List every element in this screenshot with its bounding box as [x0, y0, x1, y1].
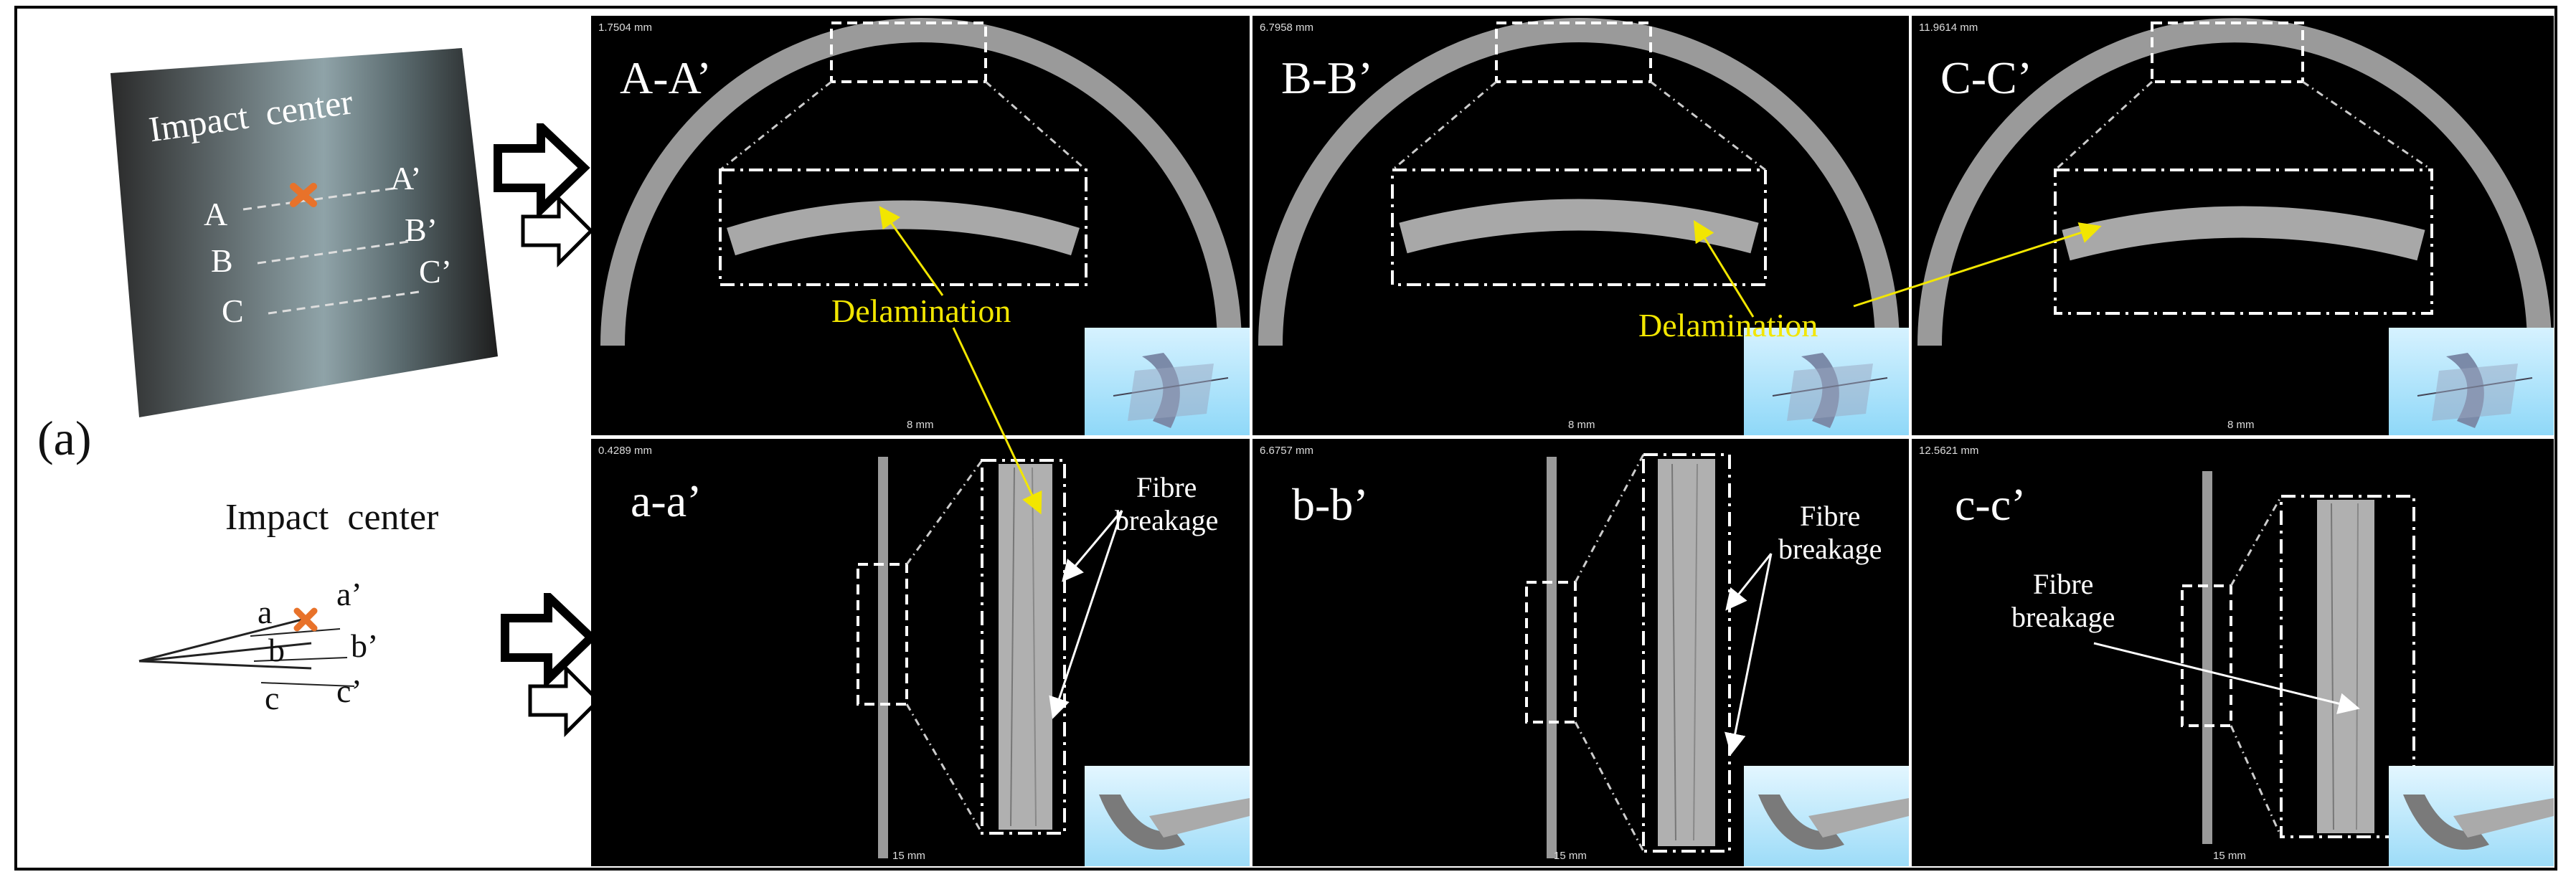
section-label-C: C-C’	[1940, 52, 2032, 103]
ct-panel-C: 11.9614 mm C-C’ 8 mm	[1912, 16, 2554, 435]
cross-label-c: c	[265, 680, 280, 716]
ct-panel-a: 0.4289 mm a-a’ 15 mm	[591, 439, 1250, 866]
figure-frame: Impact center A A’ B B’ C C’ (a) Impact …	[14, 6, 2557, 871]
scale-label: 8 mm	[1568, 419, 1595, 431]
cross-label-c-prime: c’	[336, 673, 362, 709]
section-label-b: b-b’	[1292, 479, 1369, 530]
cylinder-label-B-prime: B’	[405, 212, 438, 248]
fibre-arrow-1	[1062, 510, 1123, 582]
annotation-arrows	[879, 206, 2360, 755]
panel-label: (a)	[37, 411, 92, 465]
line-c	[268, 290, 420, 315]
cross-section-illustration	[138, 607, 355, 687]
delamination-label-2: Delamination	[1638, 307, 1818, 343]
arrows-top	[494, 123, 594, 268]
fibre-label-3: Fibre breakage	[2011, 568, 2115, 634]
line-b	[257, 240, 409, 265]
orientation-thumbnail	[1085, 328, 1250, 435]
depth-label: 6.7958 mm	[1260, 22, 1314, 34]
fibre-word: Fibre	[1136, 471, 1197, 503]
cylinder-illustration	[110, 48, 498, 417]
fibre-arrow-3	[1725, 553, 1773, 611]
orientation-thumbnail	[2389, 766, 2554, 866]
depth-label: 6.6757 mm	[1260, 445, 1314, 457]
delamination-arrow-4	[1853, 222, 2102, 308]
cross-label-a: a	[258, 594, 273, 630]
section-label-a: a-a’	[631, 475, 702, 526]
orientation-thumbnail	[2389, 328, 2554, 435]
impact-marker	[290, 183, 317, 207]
orientation-thumbnail	[1085, 766, 1250, 866]
cross-impact-marker	[293, 607, 318, 632]
scale-label: 15 mm	[1554, 850, 1587, 862]
breakage-word: breakage	[1115, 504, 1219, 536]
fibre-arrow-4	[1724, 553, 1773, 755]
breakage-word: breakage	[1778, 533, 1882, 565]
cross-impact-label: Impact center	[225, 497, 439, 538]
ct-panel-b: 6.6757 mm b-b’ 15 mm	[1252, 439, 1909, 866]
cylinder-label-A: A	[204, 196, 228, 232]
delamination-arrow-1	[879, 206, 944, 296]
depth-label: 0.4289 mm	[598, 445, 653, 457]
arrows-bottom	[501, 593, 601, 738]
fibre-word: Fibre	[2032, 568, 2094, 600]
fibre-arrow-5	[2093, 642, 2360, 714]
cross-label-a-prime: a’	[336, 576, 362, 612]
fibre-label-2: Fibre breakage	[1778, 500, 1882, 566]
scale-label: 8 mm	[2227, 419, 2255, 431]
scale-label: 15 mm	[892, 850, 925, 862]
orientation-thumbnail	[1744, 328, 1909, 435]
section-label-A: A-A’	[620, 52, 712, 103]
fibre-arrow-2	[1049, 510, 1123, 719]
delamination-arrow-3	[1693, 219, 1755, 318]
breakage-word: breakage	[2011, 601, 2115, 633]
fibre-word: Fibre	[1799, 500, 1861, 532]
cross-label-b-prime: b’	[351, 627, 379, 664]
ct-panel-A: 1.7504 mm A-A’ 8 mm	[591, 16, 1250, 435]
section-label-c: c-c’	[1955, 479, 2027, 530]
delamination-arrow-2	[952, 327, 1042, 515]
cylinder-label-A-prime: A’	[390, 160, 422, 196]
ct-panel-c: 12.5621 mm c-c’ 15 mm	[1912, 439, 2554, 866]
line-a	[242, 186, 398, 211]
scale-label: 8 mm	[907, 419, 934, 431]
depth-label: 12.5621 mm	[1919, 445, 1979, 457]
cylinder-label-B: B	[211, 242, 233, 279]
delamination-label-1: Delamination	[831, 293, 1011, 329]
fibre-label-1: Fibre breakage	[1115, 471, 1218, 537]
cylinder-label-C-prime: C’	[419, 253, 452, 290]
scale-label: 15 mm	[2213, 850, 2246, 862]
cylinder-label-C: C	[222, 293, 244, 329]
orientation-thumbnail	[1744, 766, 1909, 866]
cross-label-b: b	[268, 632, 285, 668]
cylinder-body	[110, 48, 498, 417]
section-label-B: B-B’	[1281, 52, 1373, 103]
depth-label: 11.9614 mm	[1919, 22, 1978, 34]
ct-panel-B: 6.7958 mm B-B’ 8 mm	[1252, 16, 1909, 435]
depth-label: 1.7504 mm	[598, 22, 653, 34]
